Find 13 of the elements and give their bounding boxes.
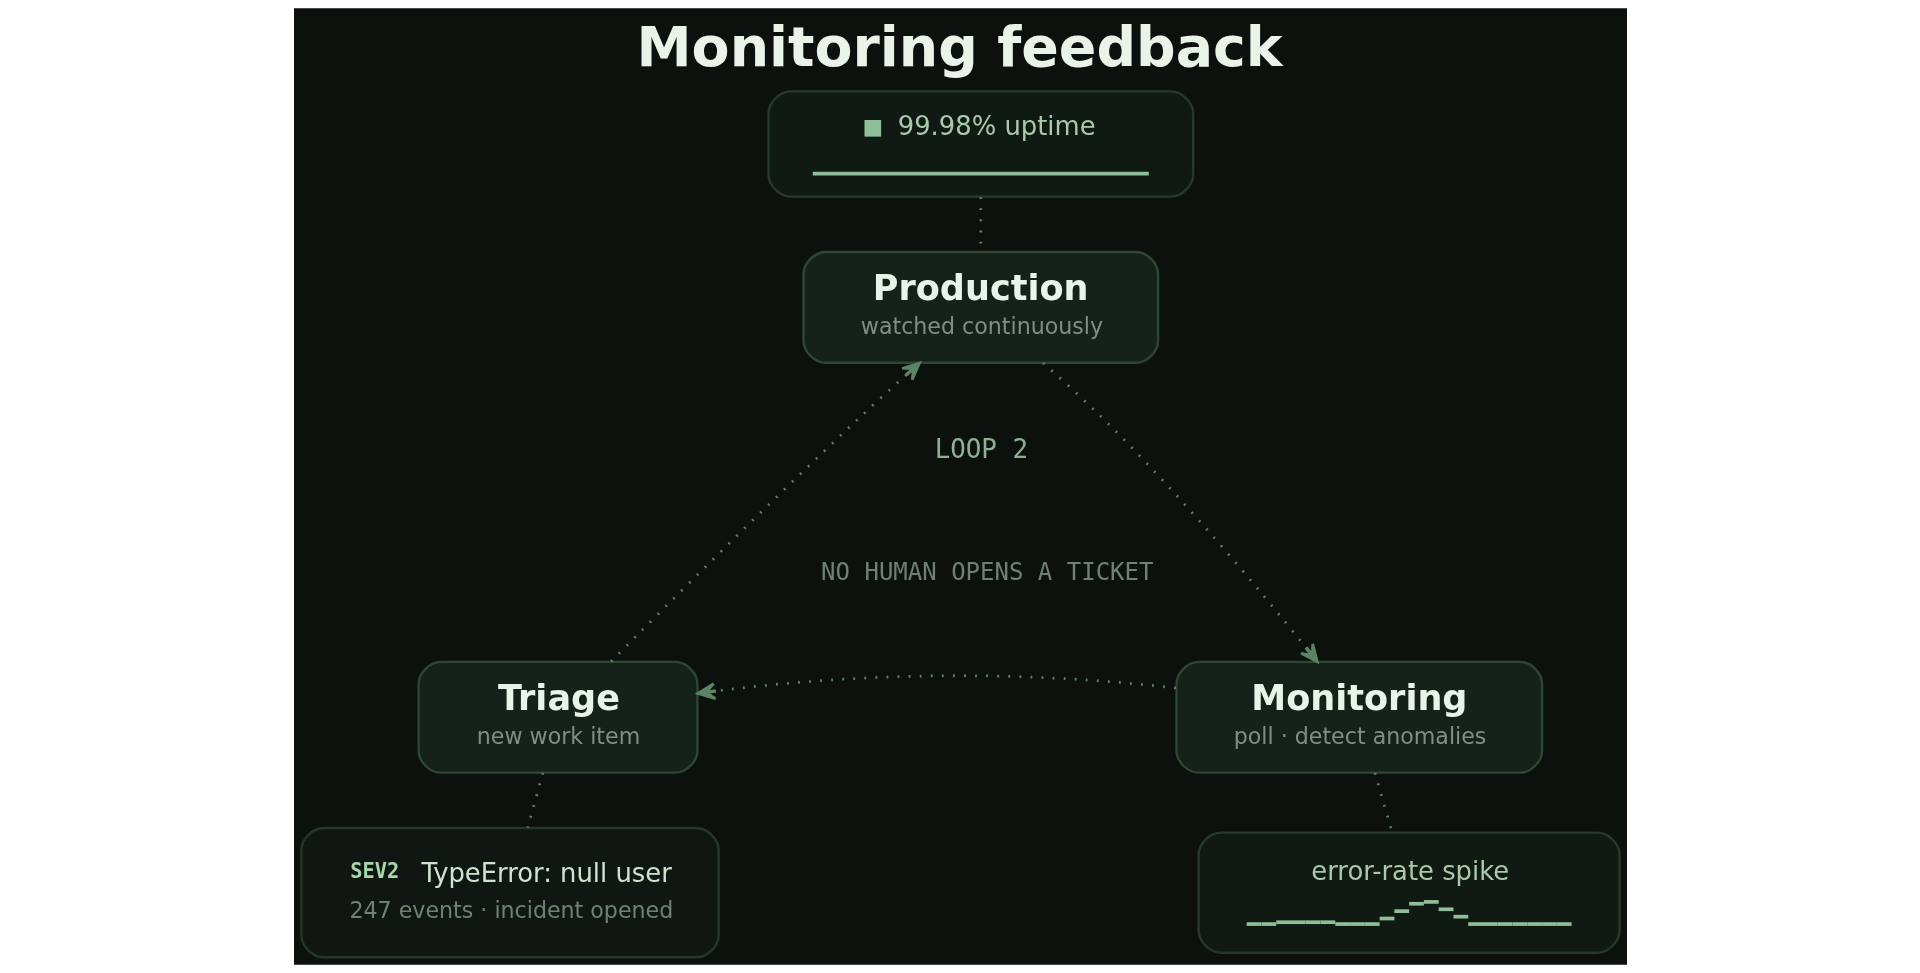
- node-box: 99.98% uptime: [766, 90, 1194, 198]
- arrow: [696, 674, 1176, 700]
- arrow: [609, 361, 921, 663]
- connector: [525, 772, 544, 828]
- label: LOOP 2: [934, 434, 1028, 465]
- diagram-title: Monitoring feedback: [635, 14, 1283, 79]
- node-box: Production watched continuously: [801, 250, 1159, 364]
- node-box: error-rate spike: [1196, 831, 1621, 954]
- node-box: Monitoring poll · detect anomalies: [1174, 660, 1543, 774]
- node-box: SEV2 TypeError: null user 247 events · incident opened: [299, 826, 720, 959]
- label: NO HUMAN OPENS A TICKET: [820, 557, 1153, 586]
- node-box: Triage new work item: [416, 660, 699, 774]
- arrow: [1041, 361, 1319, 663]
